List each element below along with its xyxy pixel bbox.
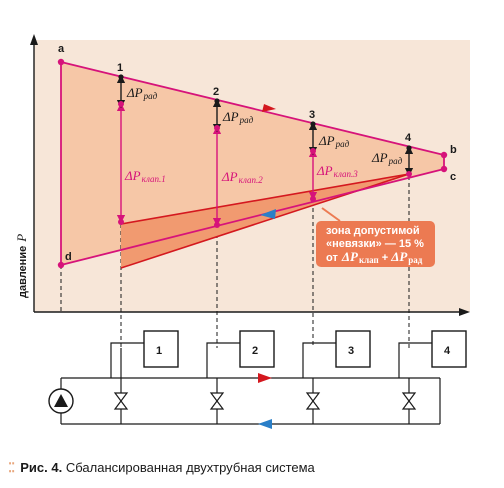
valve-drop-arrows xyxy=(116,102,318,227)
caption-text: Сбалансированная двухтрубная система xyxy=(65,460,315,475)
dp-rad-label-4: ΔPрад xyxy=(371,150,403,166)
x-axis-arrow xyxy=(459,308,470,316)
supply-flow-arrow xyxy=(262,104,276,112)
point-c-label: c xyxy=(450,171,456,183)
chart-radiator-2-label: 2 xyxy=(213,86,219,98)
caption-prefix: Рис. 4. xyxy=(20,460,63,475)
node-dots xyxy=(57,58,448,269)
y-axis-arrow xyxy=(30,34,38,45)
radiator-1-label: 1 xyxy=(156,345,162,357)
zone-note-line-2: «невязки» — 15 % xyxy=(326,238,424,250)
point-d-label: d xyxy=(65,251,72,263)
zone-note-leader xyxy=(321,207,341,222)
figure-caption: ⁚⁚ Рис. 4. Сбалансированная двухтрубная с… xyxy=(8,460,315,476)
point-a-label: a xyxy=(58,43,65,55)
radiator-drop-arrows xyxy=(116,74,414,177)
chart-radiator-4-label: 4 xyxy=(405,132,412,144)
valve-icons xyxy=(113,392,417,410)
dp-rad-label-2: ΔPрад xyxy=(222,109,254,125)
zone-upper-edge xyxy=(120,173,410,225)
dp-valve-label-1: ΔPклап.1 xyxy=(124,168,166,184)
schematic-supply-arrow xyxy=(258,373,272,383)
dp-valve-label-3: ΔPклап.3 xyxy=(316,163,358,179)
node-dots-black xyxy=(118,74,412,151)
caption-dots-icon: ⁚⁚ xyxy=(8,460,15,475)
point-b-label: b xyxy=(450,144,457,156)
zone-note-line-1: зона допустимой xyxy=(326,225,420,237)
radiator-3-label: 3 xyxy=(348,345,354,357)
y-axis-label: давлениеP xyxy=(14,234,29,298)
zone-note-box xyxy=(316,221,435,267)
pump-arrow-icon xyxy=(54,394,68,407)
chart-radiator-1-label: 1 xyxy=(117,62,123,74)
dp-rad-label-3: ΔPрад xyxy=(318,133,350,149)
return-line xyxy=(60,168,445,266)
dp-valve-label-2: ΔPклап.2 xyxy=(221,169,263,185)
radiator-4-label: 4 xyxy=(444,345,451,357)
dp-rad-label-1: ΔPрад xyxy=(126,85,158,101)
schematic-return-arrow xyxy=(258,419,272,429)
chart-radiator-3-label: 3 xyxy=(309,109,315,121)
return-flow-arrow xyxy=(260,209,276,219)
radiator-boxes xyxy=(143,330,467,368)
schematic xyxy=(60,342,441,425)
radiator-2-label: 2 xyxy=(252,345,258,357)
pressure-region xyxy=(61,62,444,265)
